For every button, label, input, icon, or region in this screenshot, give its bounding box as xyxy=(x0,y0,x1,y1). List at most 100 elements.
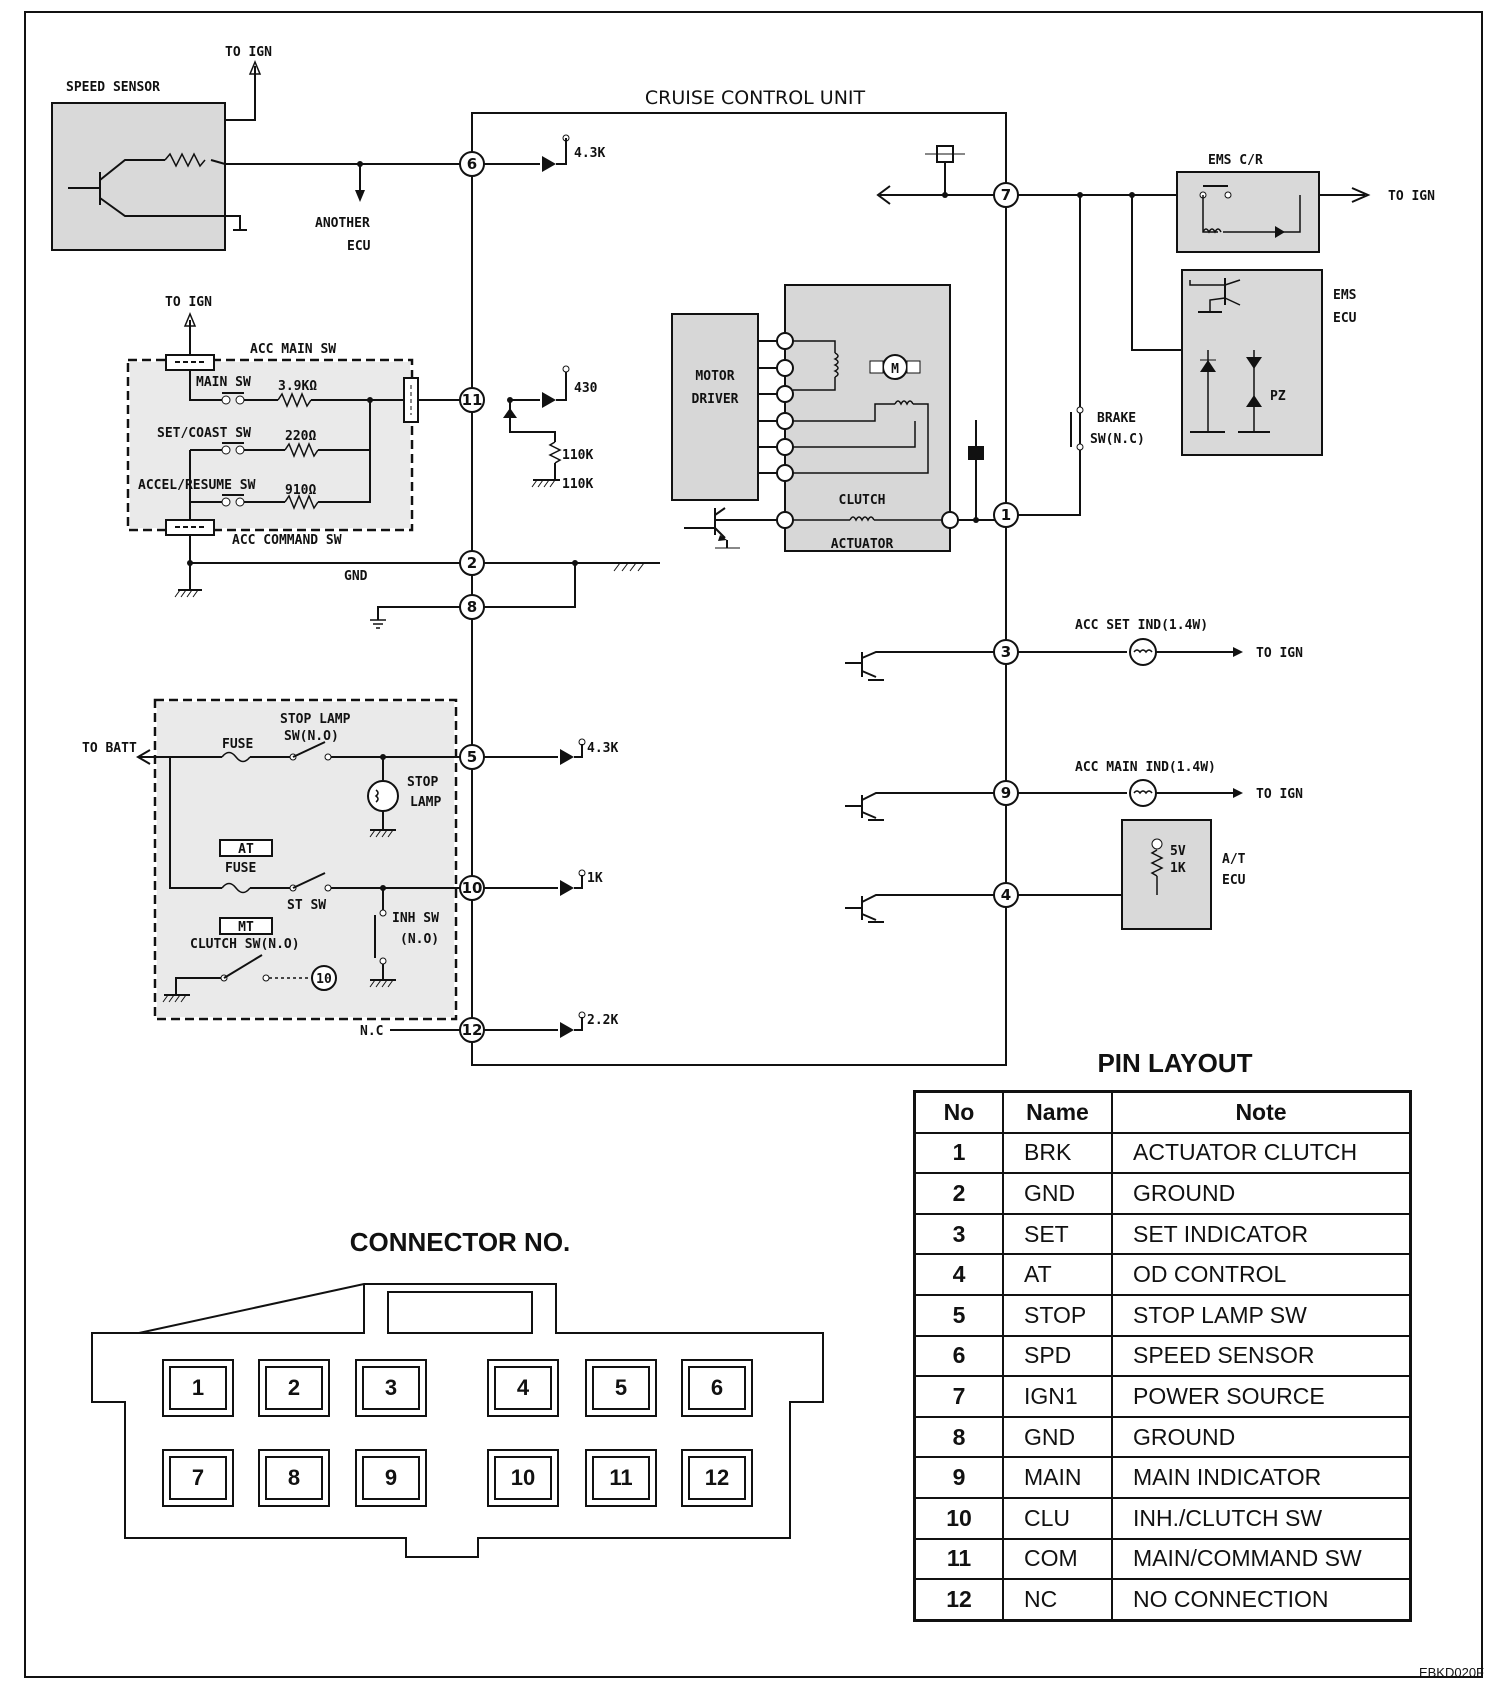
cruise-unit-title: CRUISE CONTROL UNIT xyxy=(645,87,866,109)
at-ecu-line2: ECU xyxy=(1222,873,1246,888)
acc-set-ind-lamp-icon xyxy=(1129,638,1157,666)
main-res-label: 3.9KΩ xyxy=(278,379,317,394)
connector-pin-7: 7 xyxy=(162,1449,234,1507)
connector-pin-1: 1 xyxy=(162,1359,234,1417)
brake-sw-line1: BRAKE xyxy=(1097,411,1136,426)
pin-9: 9 xyxy=(993,780,1019,806)
ems-diode2-icon xyxy=(1246,357,1262,369)
inh-sw-line2: (N.O) xyxy=(400,932,439,947)
ref-10-icon xyxy=(311,965,337,991)
pin10-diode-icon xyxy=(560,880,574,896)
pz-label: PZ xyxy=(1270,389,1286,404)
set-coast-resistor-icon xyxy=(284,442,319,458)
ems-cr-label: EMS C/R xyxy=(1208,153,1263,168)
mt-box xyxy=(219,917,273,935)
pin-7: 7 xyxy=(993,182,1019,208)
transistor-9-icon xyxy=(845,792,1006,821)
r12-label: 2.2K xyxy=(587,1013,618,1028)
ems-ecu-line2: ECU xyxy=(1333,311,1357,326)
fuse-label: FUSE xyxy=(222,737,253,752)
transistor-4-icon xyxy=(845,894,1006,923)
speed-sensor-to-ign: TO IGN xyxy=(225,45,272,60)
connector-pin-4: 4 xyxy=(487,1359,559,1417)
connector-pin-9: 9 xyxy=(355,1449,427,1507)
table-header-row: No Name Note xyxy=(913,1090,1412,1134)
pin-11: 11 xyxy=(459,387,485,413)
acc-main-sw-to-ign: TO IGN xyxy=(165,295,212,310)
pin7-arrow-icon xyxy=(876,185,891,205)
clutch-sw-label: CLUTCH SW(N.O) xyxy=(190,937,300,952)
motor-driver-line1: MOTOR xyxy=(695,369,734,384)
stop-lamp-sw-line2: SW(N.O) xyxy=(284,729,339,744)
svg-text:5: 5 xyxy=(467,748,477,766)
r110k-resistor-icon xyxy=(548,441,562,464)
svg-text:11: 11 xyxy=(462,391,483,409)
to-batt-label: TO BATT xyxy=(82,741,137,756)
brake-sw-line2: SW(N.C) xyxy=(1090,432,1145,447)
ems-to-ign-arrow-icon xyxy=(1351,187,1371,203)
svg-text:9: 9 xyxy=(1001,784,1011,802)
pin-3: 3 xyxy=(993,639,1019,665)
pin11-zener-icon xyxy=(503,408,517,418)
acc-to-ign-arrow-icon xyxy=(183,312,197,327)
stop-lamp-line2: LAMP xyxy=(410,795,441,810)
ems-cr-box xyxy=(1176,171,1320,253)
acc-set-ind-label: ACC SET IND(1.4W) xyxy=(1075,618,1208,633)
header-name: Name xyxy=(1002,1090,1113,1134)
at-label: AT xyxy=(238,842,254,857)
pin-1: 1 xyxy=(993,502,1019,528)
pin11-diode-icon xyxy=(542,392,556,408)
pin6-diode-icon xyxy=(542,156,556,172)
pin-layout-title: PIN LAYOUT xyxy=(1097,1048,1253,1078)
clutch-label: CLUTCH xyxy=(839,493,886,508)
nc-label: N.C xyxy=(360,1024,383,1039)
r5-label: 4.3K xyxy=(587,741,618,756)
ems-diode1-icon xyxy=(1200,360,1216,372)
speed-sensor-resistor-icon xyxy=(164,152,206,168)
connector-pin-8: 8 xyxy=(258,1449,330,1507)
svg-text:6: 6 xyxy=(467,155,477,173)
st-sw-label: ST SW xyxy=(287,898,326,913)
to-batt-arrow-icon xyxy=(136,749,151,765)
acc-command-label: ACC COMMAND SW xyxy=(232,533,342,548)
at-ecu-line1: A/T xyxy=(1222,852,1246,867)
svg-text:3: 3 xyxy=(1001,643,1011,661)
r6-label: 4.3K xyxy=(574,146,605,161)
pin-8: 8 xyxy=(459,594,485,620)
cruise-control-unit-box xyxy=(471,112,1007,1066)
at-ecu-resistor-icon xyxy=(1150,849,1164,877)
connector-pin-2: 2 xyxy=(258,1359,330,1417)
connector-pin-11: 11 xyxy=(585,1449,657,1507)
connector-pin-6: 6 xyxy=(681,1359,753,1417)
motor-driver-box xyxy=(671,313,759,501)
ems-zener-icon xyxy=(1246,395,1262,407)
gnd-label: GND xyxy=(344,569,368,584)
motor-driver-line2: DRIVER xyxy=(692,392,739,407)
connector-pin-12: 12 xyxy=(681,1449,753,1507)
set-coast-label: SET/COAST SW xyxy=(157,426,251,441)
main-sw-resistor-icon xyxy=(277,392,312,408)
r10-label: 1K xyxy=(587,871,603,886)
at-ecu-5v: 5V xyxy=(1170,844,1186,859)
main-sw-label: MAIN SW xyxy=(196,375,251,390)
transistor-3-icon xyxy=(845,651,1006,681)
fuse2-icon xyxy=(221,882,251,894)
to-ign-arrow-icon xyxy=(248,60,262,75)
connector-latch xyxy=(387,1291,533,1334)
pin-2: 2 xyxy=(459,550,485,576)
svg-text:1: 1 xyxy=(1001,506,1011,524)
actuator-box xyxy=(784,284,951,552)
another-ecu-line2: ECU xyxy=(347,239,371,254)
another-ecu-line1: ANOTHER xyxy=(315,216,370,231)
accel-resume-label: ACCEL/RESUME SW xyxy=(138,478,256,493)
outer-frame xyxy=(24,11,1483,1678)
